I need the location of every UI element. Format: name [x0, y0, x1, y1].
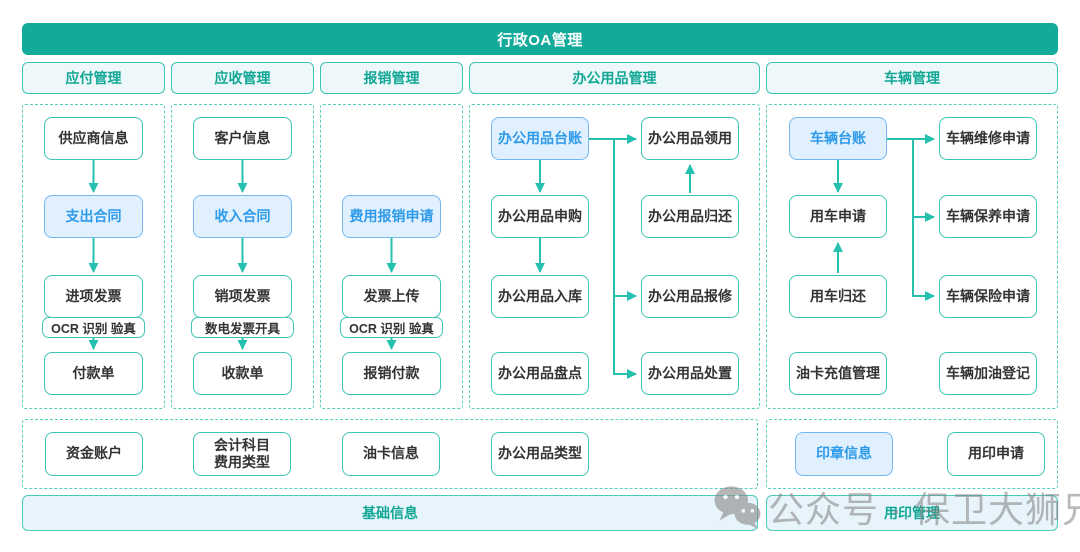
tag-ocr-verify-payable: OCR 识别 验真 [42, 317, 145, 338]
node-income-contract: 收入合同 [193, 195, 292, 238]
node-vehicle-refuel-register: 车辆加油登记 [939, 352, 1037, 395]
section-container-payable [22, 104, 165, 409]
section-container-reimbursement [320, 104, 463, 409]
node-seal-apply: 用印申请 [947, 432, 1045, 476]
base-info-bar: 基础信息 [22, 495, 758, 531]
node-supplies-stocktaking: 办公用品盘点 [491, 352, 589, 395]
node-supplies-purchase: 办公用品申购 [491, 195, 589, 238]
node-supplies-type: 办公用品类型 [491, 432, 589, 476]
seal-mgmt-container [766, 419, 1058, 489]
node-vehicle-repair-apply: 车辆维修申请 [939, 117, 1037, 160]
node-invoice-upload: 发票上传 [342, 275, 441, 318]
node-supplies-ledger: 办公用品台账 [491, 117, 589, 160]
node-receipt-slip: 收款单 [193, 352, 292, 395]
node-supplies-return: 办公用品归还 [641, 195, 739, 238]
node-accounting-subject-expense-type: 会计科目 费用类型 [193, 432, 291, 476]
tag-ocr-verify-reimburse: OCR 识别 验真 [340, 317, 443, 338]
section-container-vehicle [766, 104, 1058, 409]
node-fund-account: 资金账户 [45, 432, 143, 476]
node-output-invoice: 销项发票 [193, 275, 292, 318]
section-container-receivable [171, 104, 314, 409]
node-vehicle-use-return: 用车归还 [789, 275, 887, 318]
section-header-payable: 应付管理 [22, 62, 165, 94]
node-supplies-disposal: 办公用品处置 [641, 352, 739, 395]
accounting-subject-line: 会计科目 [214, 436, 270, 453]
node-fuel-card-recharge: 油卡充值管理 [789, 352, 887, 395]
diagram-title-banner: 行政OA管理 [22, 23, 1058, 55]
node-fuel-card-info: 油卡信息 [342, 432, 440, 476]
node-payment-slip: 付款单 [44, 352, 143, 395]
section-header-vehicle: 车辆管理 [766, 62, 1058, 94]
node-supplies-requisition: 办公用品领用 [641, 117, 739, 160]
node-supplies-inbound: 办公用品入库 [491, 275, 589, 318]
node-input-invoice: 进项发票 [44, 275, 143, 318]
tag-e-invoice-issue: 数电发票开具 [191, 317, 294, 338]
expense-type-line: 费用类型 [214, 454, 270, 470]
section-header-reimbursement: 报销管理 [320, 62, 463, 94]
section-container-office-supplies [469, 104, 760, 409]
node-vehicle-use-apply: 用车申请 [789, 195, 887, 238]
node-customer-info: 客户信息 [193, 117, 292, 160]
seal-mgmt-bar: 用印管理 [766, 495, 1058, 531]
node-vehicle-ledger: 车辆台账 [789, 117, 887, 160]
node-vehicle-insurance-apply: 车辆保险申请 [939, 275, 1037, 318]
node-expense-contract: 支出合同 [44, 195, 143, 238]
base-info-container [22, 419, 758, 489]
section-header-office-supplies: 办公用品管理 [469, 62, 760, 94]
section-header-receivable: 应收管理 [171, 62, 314, 94]
node-supplier-info: 供应商信息 [44, 117, 143, 160]
node-supplies-repair: 办公用品报修 [641, 275, 739, 318]
node-vehicle-maintain-apply: 车辆保养申请 [939, 195, 1037, 238]
node-reimburse-payment: 报销付款 [342, 352, 441, 395]
diagram-title: 行政OA管理 [497, 31, 583, 49]
node-expense-reimburse-apply: 费用报销申请 [342, 195, 441, 238]
node-seal-info: 印章信息 [795, 432, 893, 476]
